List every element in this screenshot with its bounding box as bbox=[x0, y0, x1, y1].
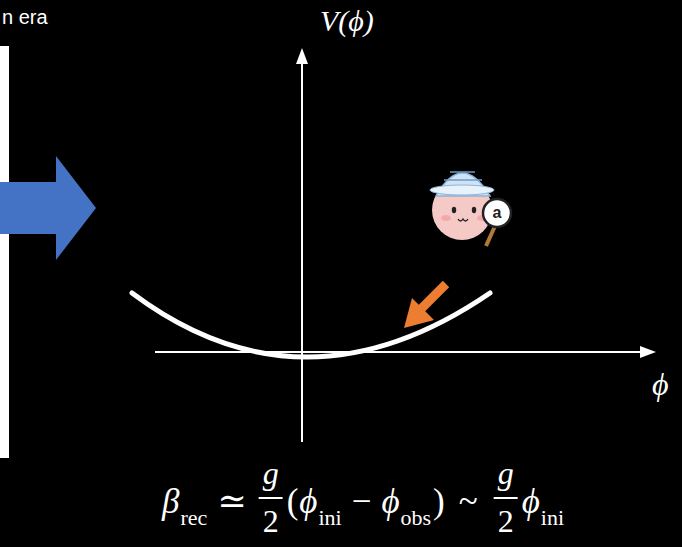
phi-axis bbox=[155, 351, 642, 353]
math-paren: ) bbox=[433, 484, 445, 519]
fraction-bar bbox=[259, 497, 283, 499]
panel-edge bbox=[0, 46, 9, 458]
axis-label: V(ϕ) bbox=[320, 6, 374, 36]
section-title: n era bbox=[2, 7, 48, 27]
math-symbol: β bbox=[162, 484, 179, 519]
roll-arrow bbox=[420, 284, 446, 310]
axis-label: ϕ bbox=[652, 368, 669, 400]
fraction-bar bbox=[494, 497, 518, 499]
sign-letter: a bbox=[493, 205, 502, 221]
math-subscript: ini bbox=[318, 507, 341, 529]
math-relation: ≃ bbox=[217, 484, 246, 519]
math-symbol: ϕ bbox=[522, 484, 540, 519]
axis-head bbox=[640, 346, 656, 358]
math-operator: − bbox=[352, 484, 372, 519]
block-arrow bbox=[0, 156, 96, 260]
math-paren: ( bbox=[287, 484, 299, 519]
fraction-denominator: 2 bbox=[498, 505, 514, 537]
fraction-numerator: g bbox=[498, 457, 514, 489]
math-symbol: ϕ bbox=[299, 484, 317, 519]
math-symbol: ϕ bbox=[381, 484, 399, 519]
fraction-denominator: 2 bbox=[263, 505, 279, 537]
v-axis bbox=[301, 62, 303, 442]
math-subscript: ini bbox=[541, 507, 564, 529]
potential-curve bbox=[132, 293, 490, 357]
axis-head bbox=[296, 48, 308, 64]
math-subscript: obs bbox=[401, 507, 432, 529]
fraction-numerator: g bbox=[263, 457, 279, 489]
axion-character bbox=[430, 172, 511, 246]
math-relation: ~ bbox=[459, 484, 478, 519]
math-subscript: rec bbox=[180, 507, 207, 529]
roll-arrow-head bbox=[404, 298, 434, 328]
